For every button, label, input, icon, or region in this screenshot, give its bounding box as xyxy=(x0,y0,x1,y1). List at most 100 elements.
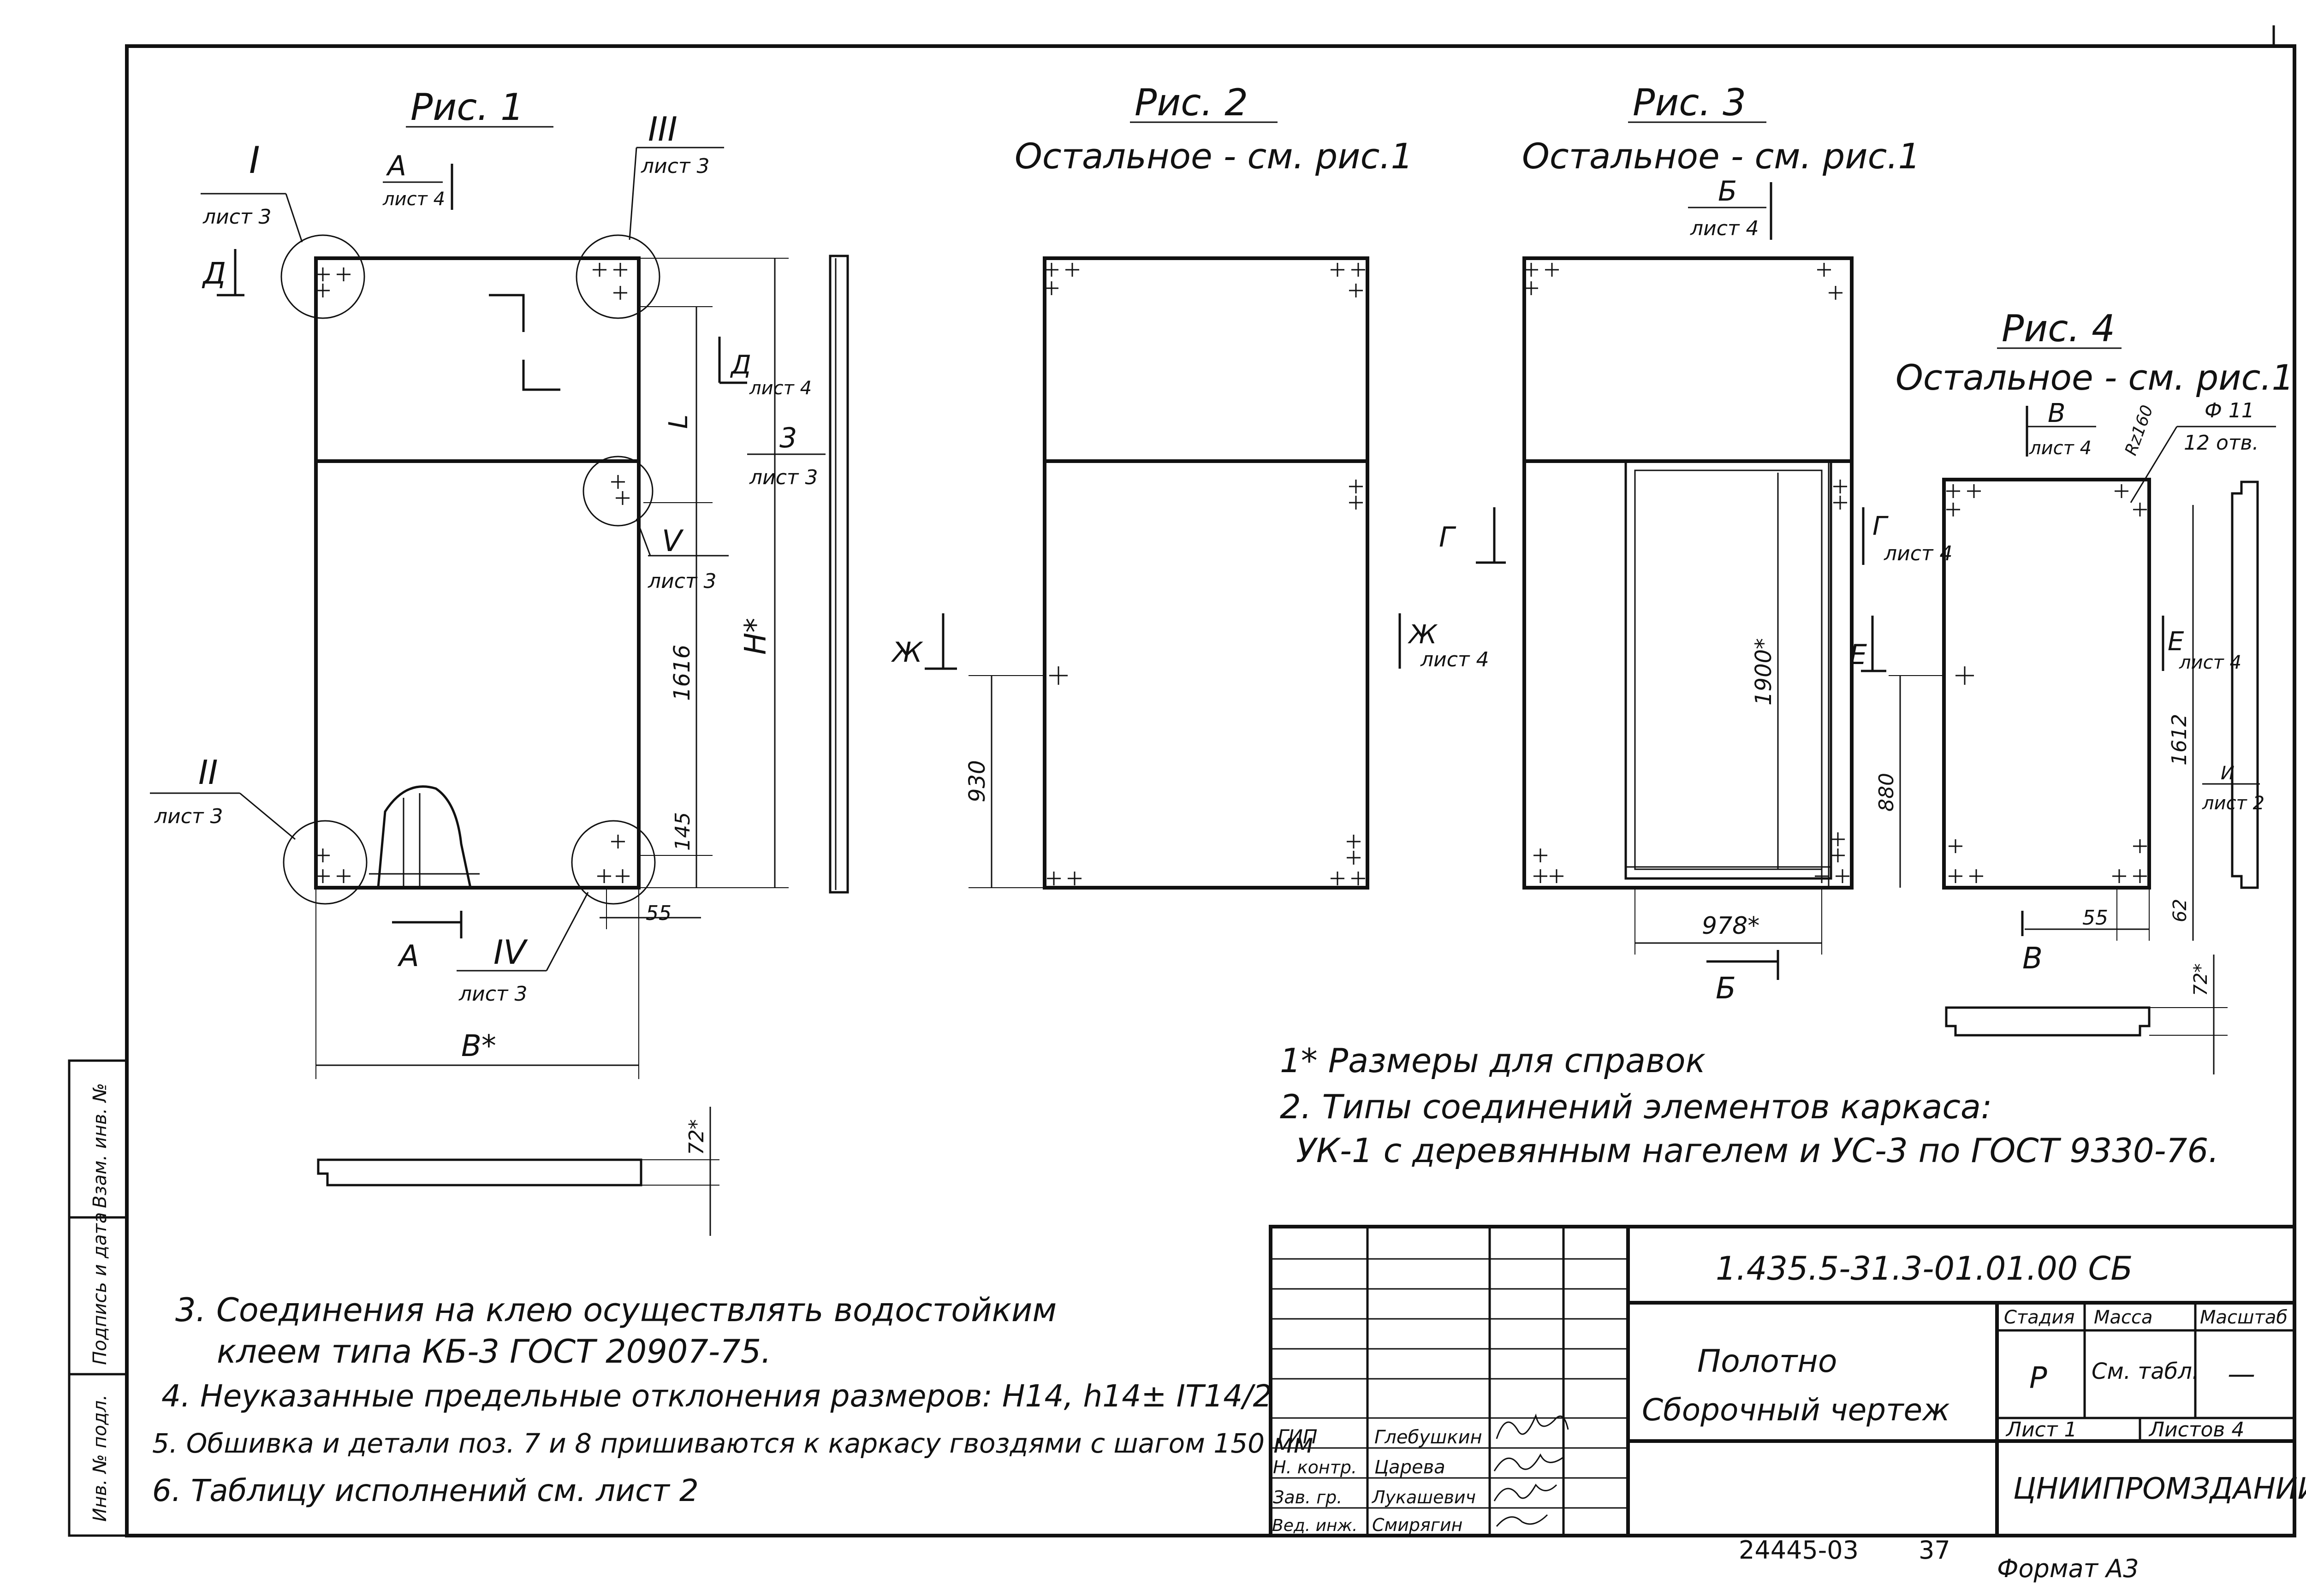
organization: ЦНИИПРОМЗДАНИЙ xyxy=(2013,1471,2306,1506)
fig1-dim-l: L xyxy=(664,415,694,429)
stamp-replaced-inv: Взам. инв. № xyxy=(89,1083,111,1208)
fig1-callout-V-sheet: лист 3 xyxy=(648,570,717,593)
mass-header: Масса xyxy=(2094,1307,2153,1328)
fig1-section-d-right-sheet: лист 4 xyxy=(749,378,812,399)
fig4-section-v-bottom: В xyxy=(2022,942,2043,976)
fig4-dim-1612: 1612 xyxy=(2168,714,2191,765)
fig4-fasteners xyxy=(1946,484,2147,883)
fig1-section-a-bottom: А xyxy=(397,939,419,973)
fig4-section-e-right: Е xyxy=(2168,627,2184,657)
fig1-panel xyxy=(314,256,641,890)
fig1-callout-V: V xyxy=(662,524,684,558)
figure-2: Рис. 2 Остальное - см. рис.1 Ж Ж лист 4 … xyxy=(891,81,1489,890)
fig1-plan-strip xyxy=(317,1158,642,1187)
fig2-section-zh-right: Ж xyxy=(1408,620,1438,650)
fig2-panel xyxy=(1043,256,1369,890)
fig4-section-e-right-sheet: лист 4 xyxy=(2179,652,2241,673)
role-1-name: Глебушкин xyxy=(1374,1427,1482,1448)
title-block: 1.435.5-31.3-01.01.00 СБ Полотно Сборочн… xyxy=(1269,1225,2306,1537)
fig3-subtitle: Остальное - см. рис.1 xyxy=(1522,136,1920,177)
notes: 1* Размеры для справок 2. Типы соединени… xyxy=(152,1041,2219,1508)
fig4-title: Рис. 4 xyxy=(2002,307,2115,350)
figure-3: Рис. 3 Остальное - см. рис.1 Б лист 4 Г … xyxy=(1439,81,1974,1006)
fig3-panel xyxy=(1522,256,1854,890)
fig1-fasteners xyxy=(316,263,630,883)
signature-1 xyxy=(1496,1413,1569,1439)
fig4-plan-strip xyxy=(1945,1006,2151,1037)
archive-number: 24445-03 xyxy=(1739,1536,1859,1565)
fig4-section-i: И xyxy=(2221,763,2235,784)
fig3-section-b-top: Б xyxy=(1718,175,1737,208)
role-2: Н. контр. xyxy=(1273,1457,1357,1477)
note-5: 5. Обшивка и детали поз. 7 и 8 пришивают… xyxy=(152,1428,1313,1459)
fig3-section-b-bottom: Б xyxy=(1716,972,1736,1006)
fig1-title: Рис. 1 xyxy=(410,86,524,129)
role-1: ГИП xyxy=(1278,1425,1317,1448)
fig1-corner-mark xyxy=(489,294,560,391)
scale-header: Масштаб xyxy=(2200,1307,2288,1328)
stage-header: Стадия xyxy=(2004,1307,2074,1328)
note-2b: УК-1 с деревянным нагелем и УС-3 по ГОСТ… xyxy=(1296,1131,2219,1170)
fig4-section-e-left: Е xyxy=(1849,639,1867,671)
figure-4: Рис. 4 Остальное - см. рис.1 В лист 4 Rz… xyxy=(1849,307,2294,1074)
fig4-section-i-sheet: лист 2 xyxy=(2202,793,2264,814)
figure-1: Рис. 1 I лист 3 III xyxy=(150,86,849,1236)
fig1-section-a-top: А xyxy=(386,150,406,182)
role-4-name: Смирягин xyxy=(1372,1515,1462,1535)
signature-3 xyxy=(1493,1483,1557,1501)
fig3-section-g-right: Г xyxy=(1872,511,1889,541)
fig1-callout-III-sheet: лист 3 xyxy=(641,154,710,178)
doc-name-line2: Сборочный чертеж xyxy=(1642,1392,1950,1428)
fig1-callout-circle-V xyxy=(582,456,654,527)
signature-4 xyxy=(1496,1514,1548,1527)
sheet-number: Лист 1 xyxy=(2005,1418,2077,1442)
fig1-section-a-top-sheet: лист 4 xyxy=(382,189,445,210)
fig4-dim-55: 55 xyxy=(2082,906,2108,930)
stamp-original-inv: Инв. № подл. xyxy=(89,1394,111,1522)
fig4-hole-dia: Ф 11 xyxy=(2205,399,2254,422)
note-1: 1* Размеры для справок xyxy=(1280,1041,1706,1080)
role-3: Зав. гр. xyxy=(1273,1487,1342,1507)
fig4-dim-880: 880 xyxy=(1875,773,1898,812)
fig3-title: Рис. 3 xyxy=(1633,81,1746,124)
drawing-frame xyxy=(125,44,2296,1537)
fig1-cutaway xyxy=(377,785,472,888)
sheets-total: Листов 4 xyxy=(2148,1418,2244,1442)
fig3-glazing-inner xyxy=(1634,469,1823,870)
fig4-side-profile xyxy=(2231,481,2259,889)
fig1-side-profile xyxy=(829,255,849,894)
note-4: 4. Неуказанные предельные отклонения раз… xyxy=(161,1378,1272,1414)
fig1-callout-I: I xyxy=(249,139,260,182)
doc-name-line1: Полотно xyxy=(1697,1343,1837,1380)
fig1-dim-b: В* xyxy=(461,1029,496,1063)
fig3-dim-1900: 1900* xyxy=(1751,638,1777,706)
fig2-title: Рис. 2 xyxy=(1135,81,1248,124)
fig2-fasteners xyxy=(1045,263,1365,885)
fig2-dim-930: 930 xyxy=(964,760,990,802)
fig4-dim-62: 62 xyxy=(2169,899,2191,922)
fig2-section-zh-left: Ж xyxy=(891,636,923,669)
fig3-section-g: Г xyxy=(1439,521,1456,553)
note-3: 3. Соединения на клею осуществлять водос… xyxy=(175,1291,1057,1329)
fig1-callout-II-sheet: лист 3 xyxy=(154,805,223,828)
fig1-callout-circle-II xyxy=(283,820,368,905)
signature-2 xyxy=(1493,1453,1564,1471)
fig1-section-3: 3 xyxy=(779,422,797,454)
note-6: 6. Таблицу исполнений см. лист 2 xyxy=(152,1473,699,1508)
fig3-fasteners xyxy=(1524,263,1974,883)
scale-value: — xyxy=(2228,1358,2255,1390)
fig1-callout-IV: IV xyxy=(493,933,528,972)
fig2-subtitle: Остальное - см. рис.1 xyxy=(1015,136,1413,177)
fig3-dim-978: 978* xyxy=(1702,912,1759,940)
fig4-dim-72: 72* xyxy=(2190,963,2211,996)
mass-value: См. табл. xyxy=(2092,1359,2199,1384)
role-2-name: Царева xyxy=(1374,1457,1445,1478)
role-3-name: Лукашевич xyxy=(1371,1487,1476,1507)
footer-page-number: 37 xyxy=(1919,1536,1950,1565)
note-2: 2. Типы соединений элементов каркаса: xyxy=(1280,1087,1992,1126)
stage-value: Р xyxy=(2029,1361,2047,1395)
fig1-callout-II: II xyxy=(198,753,218,792)
side-stamp: Взам. инв. № Подпись и дата Инв. № подл. xyxy=(68,1059,128,1537)
fig2-section-zh-right-sheet: лист 4 xyxy=(1420,648,1489,671)
